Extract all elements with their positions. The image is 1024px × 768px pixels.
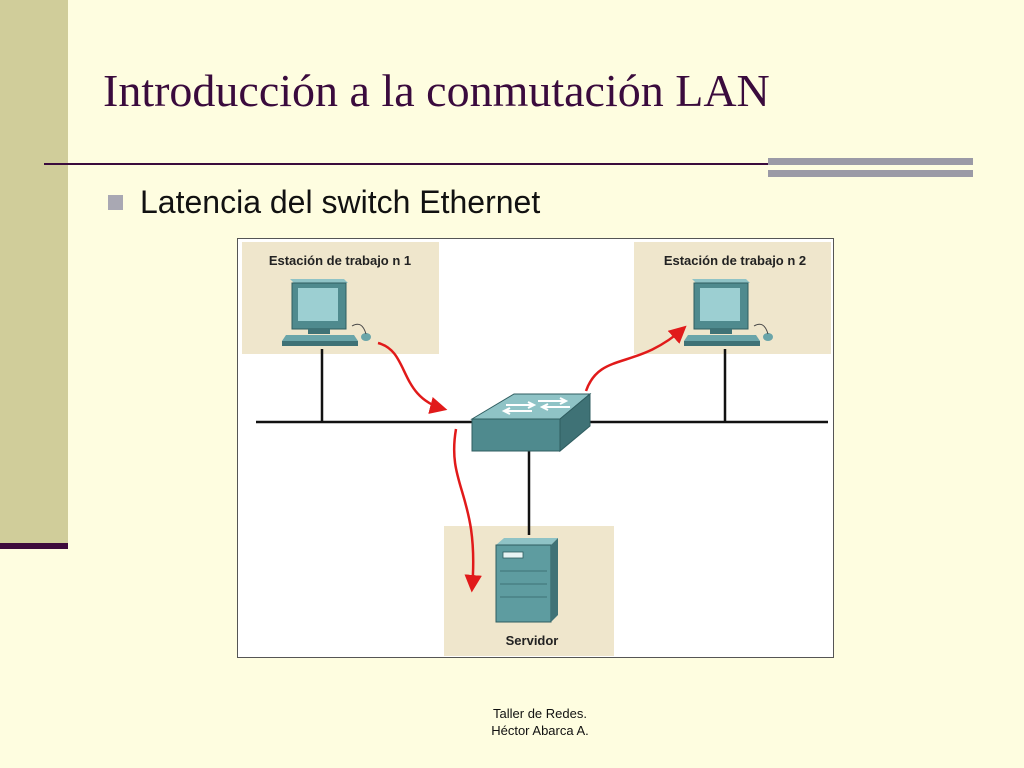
ethernet-switch-icon xyxy=(470,392,592,453)
slide-title: Introducción a la conmutación LAN xyxy=(103,65,770,116)
flow-arrow-switch-to-ws2 xyxy=(584,325,687,392)
workstation2-label: Estación de trabajo n 2 xyxy=(664,253,806,268)
slide-footer: Taller de Redes. Héctor Abarca A. xyxy=(440,705,640,739)
bullet-text: Latencia del switch Ethernet xyxy=(140,183,541,220)
network-diagram: Estación de trabajo n 1 Estación de trab… xyxy=(237,238,834,658)
footer-author: Héctor Abarca A. xyxy=(491,723,589,738)
workstation1-computer-icon xyxy=(282,279,371,346)
title-underline xyxy=(44,163,770,165)
server-label: Servidor xyxy=(506,633,559,648)
footer-course: Taller de Redes. xyxy=(493,706,587,721)
workstation2-computer-icon xyxy=(684,279,773,346)
side-accent-bar xyxy=(0,543,68,549)
server-tower-icon xyxy=(495,538,558,623)
workstation1-label: Estación de trabajo n 1 xyxy=(269,253,411,268)
network-diagram-svg: Estación de trabajo n 1 Estación de trab… xyxy=(242,242,831,656)
flow-arrow-switch-to-server xyxy=(452,428,482,593)
square-bullet-icon xyxy=(108,194,123,210)
title-decor-bar-bottom xyxy=(768,170,973,177)
title-decor-bar-top xyxy=(768,158,973,165)
bullet-item: Latencia del switch Ethernet xyxy=(108,180,540,224)
flow-arrow-ws1-to-switch xyxy=(377,341,448,414)
side-band xyxy=(0,0,68,543)
